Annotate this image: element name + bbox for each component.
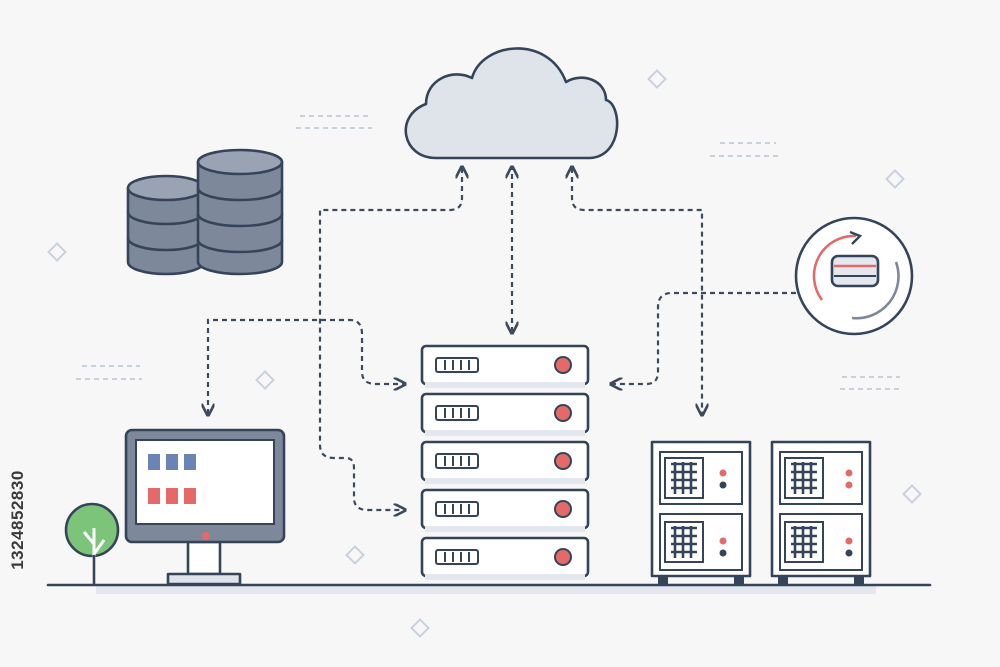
database-icon: [126, 148, 284, 276]
decor-diamond-7: [410, 618, 430, 638]
monitor-icon: [124, 428, 286, 586]
decor-diamond-2: [47, 242, 67, 262]
stock-id-text: 1324852830: [6, 420, 30, 620]
cloud-icon: [404, 47, 619, 160]
storage-cabinet-icon: [650, 440, 752, 584]
arrow-cloud-cabinet: [572, 168, 702, 414]
decor-diamond-6: [345, 545, 365, 565]
server-rack-icon: [420, 344, 590, 582]
arrow-cloud-monitor: [318, 168, 462, 510]
connection-arrows: [208, 168, 796, 510]
arrow-monitor-server: [208, 318, 404, 414]
decor-dashes: [76, 115, 902, 390]
stock-id-label: 1324852830: [8, 470, 28, 570]
decor-diamond-4: [885, 169, 905, 189]
ground-line: [46, 583, 932, 594]
decor-diamond-3: [255, 370, 275, 390]
storage-cabinet-icon: [770, 440, 872, 584]
sync-disk-icon: [794, 216, 914, 336]
decor-diamond-1: [647, 69, 667, 89]
tree-icon: [64, 502, 120, 586]
decor-diamond-5: [902, 484, 922, 504]
arrow-syncdisk-server: [612, 291, 796, 384]
